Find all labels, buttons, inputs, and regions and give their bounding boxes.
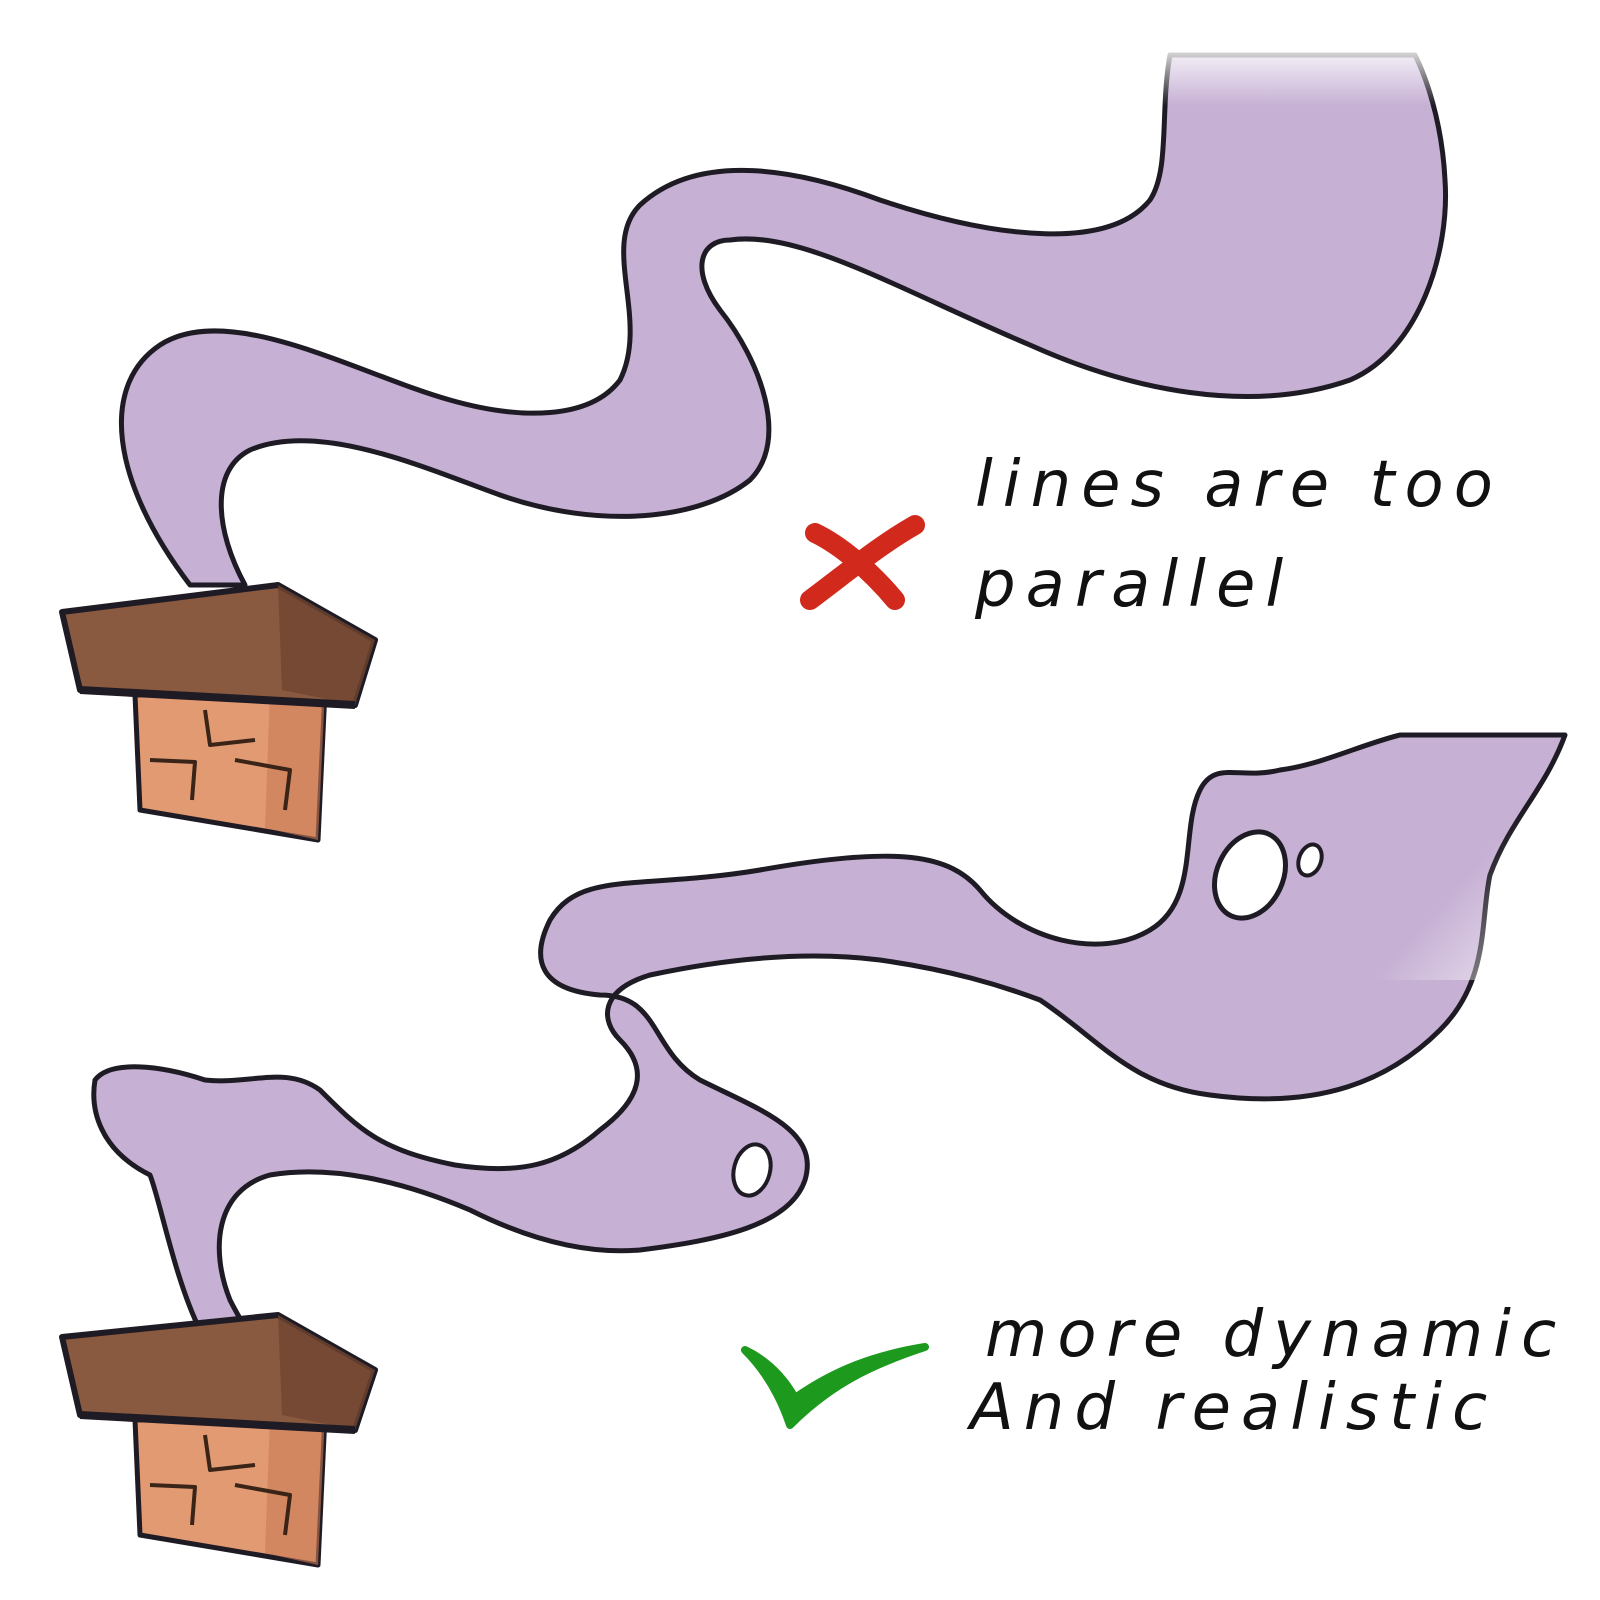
chimney-bottom xyxy=(59,1312,378,1568)
smoke-hole-small xyxy=(1296,842,1324,878)
note-dynamic-line1: more dynamic xyxy=(985,1298,1567,1372)
smoke-plume-parallel xyxy=(118,40,1460,588)
chimney-top xyxy=(59,582,378,843)
note-too-parallel-line2: parallel xyxy=(975,548,1294,622)
cross-icon xyxy=(800,515,925,610)
smoke-shape-parallel xyxy=(118,52,1449,588)
smoke-hole-lower xyxy=(731,1142,773,1198)
checkmark-icon xyxy=(741,1343,929,1429)
smoke-hole-large xyxy=(1212,829,1288,921)
smoke-plume-dynamic xyxy=(91,720,1580,1333)
note-too-parallel-line1: lines are too xyxy=(975,448,1503,522)
note-dynamic-line2: And realistic xyxy=(970,1371,1498,1445)
